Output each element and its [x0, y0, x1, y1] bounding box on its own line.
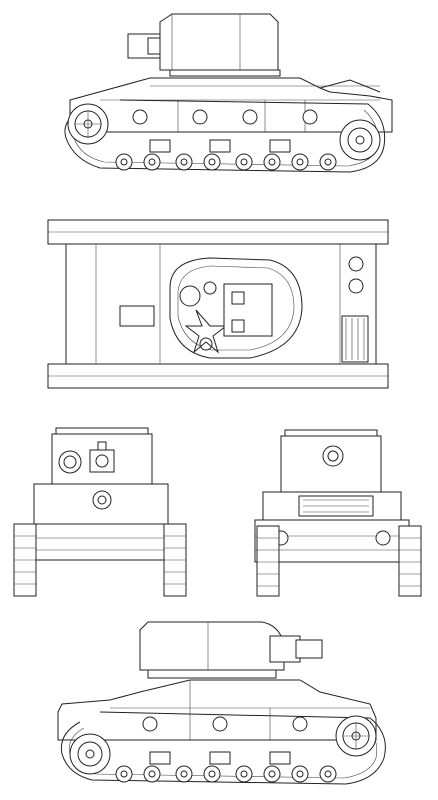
turret	[139, 621, 323, 679]
turret-roof	[169, 257, 303, 359]
drive-sprocket	[67, 103, 109, 145]
road-wheels	[115, 139, 337, 171]
idler-wheel	[339, 119, 381, 161]
side-view-left	[0, 0, 438, 200]
rear-view	[219, 420, 438, 610]
hull	[57, 679, 377, 741]
top-view	[0, 208, 438, 408]
idler-wheel	[69, 733, 111, 775]
drive-sprocket	[335, 715, 377, 757]
tank-front-view-icon	[13, 427, 187, 597]
front-view	[0, 420, 219, 610]
road-wheels	[115, 751, 337, 783]
turret	[127, 13, 281, 77]
track-left	[47, 219, 389, 245]
tank-top-view-icon	[47, 219, 389, 389]
hull-front	[25, 483, 177, 561]
side-view-right	[0, 608, 438, 800]
tank-side-view-icon	[64, 13, 393, 173]
hull-rear	[254, 491, 410, 563]
track-right	[47, 363, 389, 389]
tank-rear-view-icon	[254, 429, 422, 597]
track-rear-right	[398, 525, 422, 597]
turret-rear	[280, 429, 382, 493]
track-rear-left	[256, 525, 280, 597]
track-front-left	[13, 523, 37, 597]
track-front-right	[163, 523, 187, 597]
tank-side-view-icon	[57, 621, 386, 785]
hull	[69, 77, 393, 133]
